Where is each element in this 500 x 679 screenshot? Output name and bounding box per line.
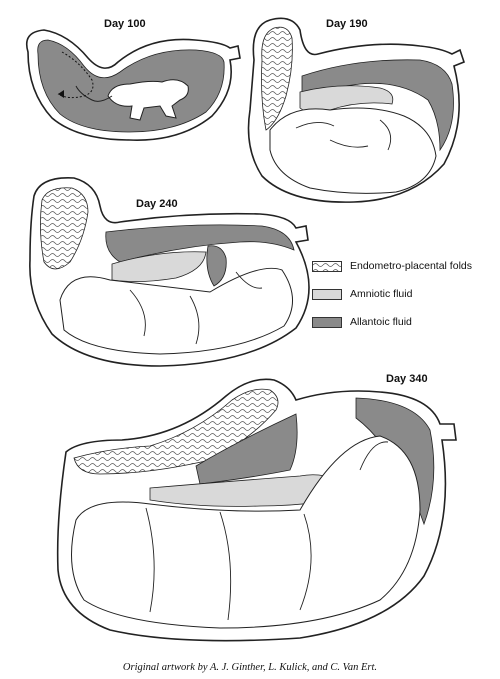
artwork-credit: Original artwork by A. J. Ginther, L. Ku… <box>0 662 500 673</box>
legend-item-allantoic: Allantoic fluid <box>312 314 500 330</box>
allantoic-swatch <box>312 317 342 328</box>
legend-item-amniotic: Amniotic fluid <box>312 286 500 302</box>
legend-label-amniotic: Amniotic fluid <box>350 288 412 300</box>
day-190-label: Day 190 <box>326 18 368 30</box>
day-100-label: Day 100 <box>104 18 146 30</box>
uterus-day-190 <box>249 18 465 202</box>
legend-item-folds: Endometro-placental folds <box>312 258 500 274</box>
legend-label-allantoic: Allantoic fluid <box>350 316 412 328</box>
legend: Endometro-placental folds Amniotic fluid… <box>312 258 500 342</box>
legend-label-folds: Endometro-placental folds <box>350 260 472 272</box>
day-240-label: Day 240 <box>136 198 178 210</box>
fetus-day-190 <box>270 108 436 193</box>
amniotic-swatch <box>312 289 342 300</box>
folds-swatch <box>312 261 342 272</box>
day-340-label: Day 340 <box>386 373 428 385</box>
uterus-day-340 <box>58 379 456 640</box>
uterus-day-100 <box>27 30 240 140</box>
